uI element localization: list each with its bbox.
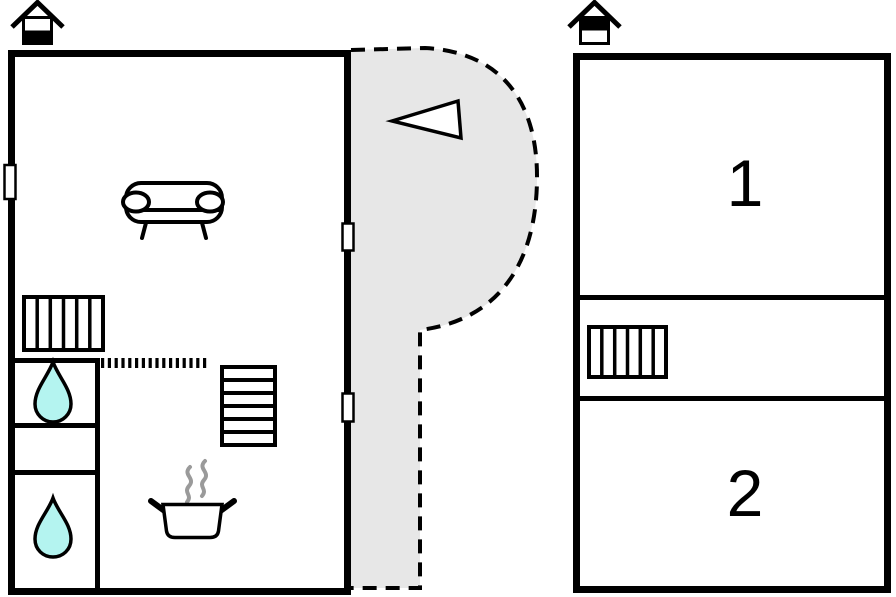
stove-pot-icon (148, 498, 237, 540)
room-2-label: 2 (727, 456, 764, 530)
window-icon (341, 222, 355, 252)
water-drop-icon (33, 492, 73, 559)
upper-floor-outer-wall (573, 53, 891, 593)
upper-floor-inner-walls (576, 295, 888, 401)
window-icon (341, 392, 355, 423)
steam-icon (185, 459, 208, 504)
stairs-icon (22, 295, 105, 352)
house-upper-floor-icon (567, 0, 622, 45)
ground-floor-outer-wall (8, 50, 351, 595)
stairs-icon (587, 325, 668, 379)
window-icon (3, 163, 17, 201)
kitchen-steps-icon (220, 365, 277, 447)
sofa-icon (121, 181, 225, 240)
fixture-column-walls (15, 358, 100, 592)
entrance-arrow-icon (385, 98, 463, 141)
water-drop-icon (33, 356, 73, 424)
terrace-area (351, 48, 538, 588)
room-1-label: 1 (727, 146, 764, 220)
house-ground-floor-icon (10, 0, 65, 45)
